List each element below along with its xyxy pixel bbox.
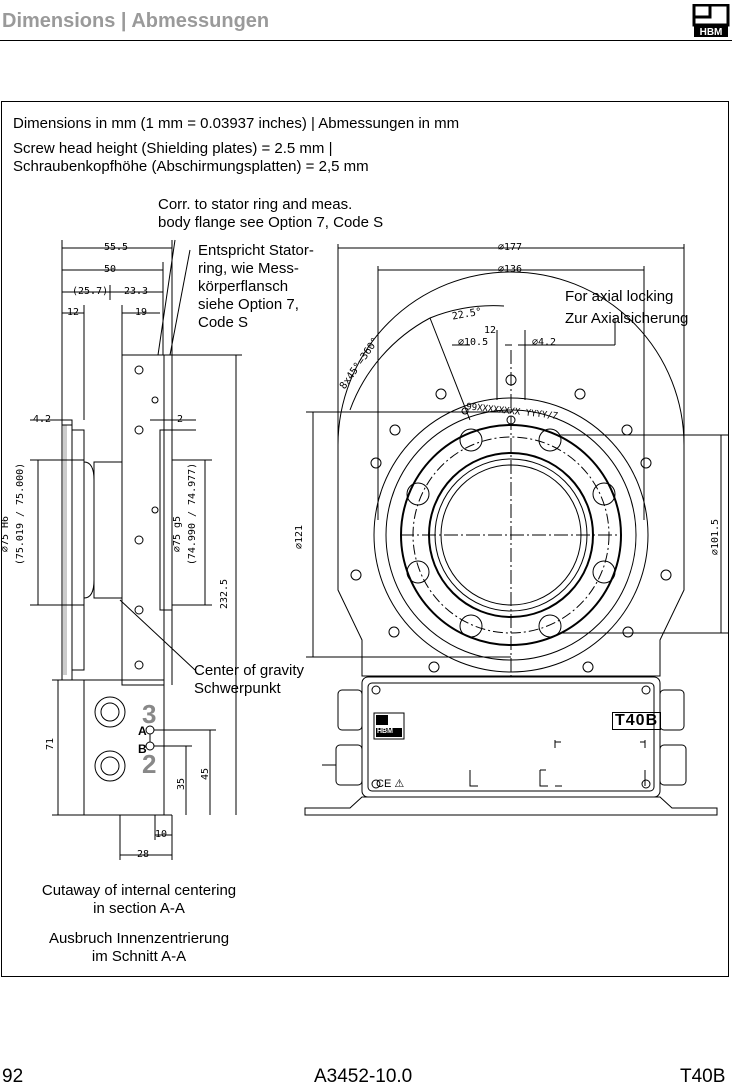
footer-product: T40B xyxy=(680,1066,726,1087)
caption-cutaway-1: Cutaway of internal centering xyxy=(41,882,237,899)
dim-2: 2 xyxy=(177,414,184,425)
dim-121: ⌀121 xyxy=(294,524,306,550)
dim-4-2: ⌀4.2 xyxy=(532,337,557,348)
dim-12-small: 12 xyxy=(484,325,497,336)
units-note: Dimensions in mm (1 mm = 0.03937 inches)… xyxy=(13,115,460,132)
footer-page-number: 92 xyxy=(2,1066,24,1087)
caption-cutaway-2: in section A-A xyxy=(93,900,185,917)
callout-axial-2: Zur Axialsicherung xyxy=(565,310,689,327)
dim-75-g5-tol: (74.990 / 74.977) xyxy=(187,462,199,566)
hbm-logo: HBM xyxy=(692,4,730,38)
dim-71: 71 xyxy=(45,737,57,751)
callout-axial-1: For axial locking xyxy=(565,288,674,305)
footer-doc-number: A3452-10.0 xyxy=(314,1066,413,1087)
callout-stator-4: siehe Option 7, xyxy=(198,296,299,313)
front-view xyxy=(304,244,728,816)
dim-177: ⌀177 xyxy=(498,242,523,253)
dim-25-7: (25.7) xyxy=(72,286,109,297)
ce-mark: CE ⚠ xyxy=(376,778,405,790)
callout-corr-2: body flange see Option 7, Code S xyxy=(158,214,384,231)
callout-stator-3: körperflansch xyxy=(198,278,289,295)
dim-28: 28 xyxy=(137,849,150,860)
hbm-logo-text: HBM xyxy=(700,27,723,38)
dim-10: 10 xyxy=(155,829,168,840)
dim-12: 12 xyxy=(67,307,80,318)
dim-10-5: ⌀10.5 xyxy=(458,337,489,348)
connector-2-label: 2 xyxy=(142,749,157,779)
connector-a-label: A xyxy=(138,724,147,738)
screw-note-2: Schraubenkopfhöhe (Abschirmungsplatten) … xyxy=(13,158,369,175)
connector-3-label: 3 xyxy=(142,699,157,729)
dim-136: ⌀136 xyxy=(498,264,523,275)
dim-23-3: 23.3 xyxy=(124,286,149,297)
dim-75-h6-tol: (75.019 / 75.000) xyxy=(15,462,27,566)
dim-101-5: ⌀101.5 xyxy=(710,518,722,556)
dim-4-2-left: 4.2 xyxy=(33,414,52,425)
connector-b-label: B xyxy=(138,742,147,756)
callout-stator-1: Entspricht Stator- xyxy=(198,242,314,259)
screw-note-1: Screw head height (Shielding plates) = 2… xyxy=(13,140,333,157)
callout-cog-1: Center of gravity xyxy=(194,662,305,679)
callout-corr-1: Corr. to stator ring and meas. xyxy=(158,196,353,213)
drawing-frame xyxy=(1,101,729,977)
dim-19: 19 xyxy=(135,307,148,318)
dim-55-5: 55.5 xyxy=(104,242,129,253)
callout-cog-2: Schwerpunkt xyxy=(194,680,281,697)
header-rule xyxy=(0,40,732,41)
dim-35: 35 xyxy=(176,777,188,791)
side-view xyxy=(30,239,242,860)
callout-stator-5: Code S xyxy=(198,314,249,331)
page-header-title: Dimensions | Abmessungen xyxy=(2,10,270,32)
device-logo-label: HBM xyxy=(377,728,393,735)
callout-stator-2: ring, wie Mess- xyxy=(198,260,299,277)
caption-ausbruch-1: Ausbruch Innenzentrierung xyxy=(48,930,230,947)
dim-50: 50 xyxy=(104,264,117,275)
dim-232-5: 232.5 xyxy=(219,578,231,610)
dim-45: 45 xyxy=(200,767,212,781)
caption-ausbruch-2: im Schnitt A-A xyxy=(91,948,187,965)
device-name-label: T40B xyxy=(612,712,662,730)
